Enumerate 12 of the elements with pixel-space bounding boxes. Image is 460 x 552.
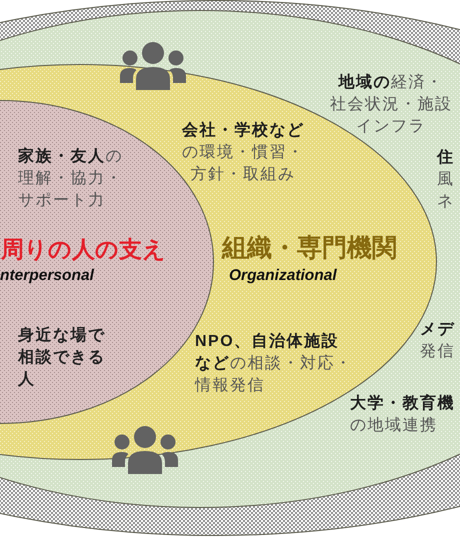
description-text: 身近な場で相談できる人 xyxy=(18,325,106,390)
subtitle-text: nterpersonal xyxy=(0,267,94,285)
subtitle-text: Organizational xyxy=(229,267,337,285)
title-text: 周りの人の支え xyxy=(1,235,166,263)
description-text: 住風ネ xyxy=(437,148,454,212)
description-text: 地域の経済・社会状況・施設インフラ xyxy=(328,72,454,137)
description-text: メデ発信 xyxy=(420,320,455,362)
description-text: 家族・友人の理解・協力・サポート力 xyxy=(18,146,123,211)
description-text: NPO、自治体施設などの相談・対応・情報発信 xyxy=(195,331,352,394)
description-text: 大学・教育機の地域連携 xyxy=(350,393,455,436)
title-text: 組織・専門機関 xyxy=(222,233,397,263)
description-text: 会社・学校などの環境・慣習・方針・取組み xyxy=(180,120,306,185)
